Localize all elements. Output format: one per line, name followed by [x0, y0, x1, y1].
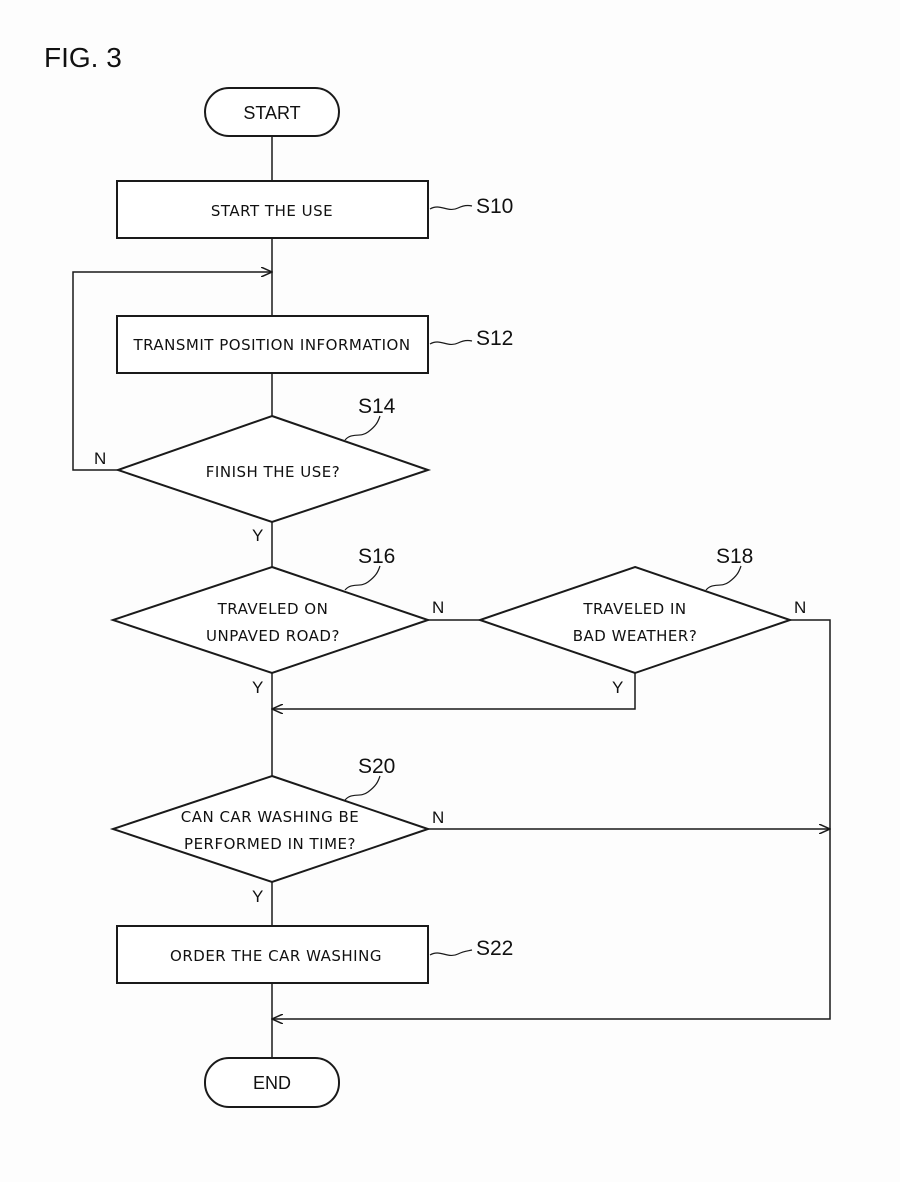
s16-no-label: N: [432, 598, 444, 617]
s14-yes-label: Y: [252, 526, 263, 545]
s14-text: FINISH THE USE?: [206, 463, 340, 481]
s16-yes-label: Y: [252, 678, 263, 697]
start-terminal: START: [204, 87, 340, 137]
s20-yes-label: Y: [252, 887, 263, 906]
end-terminal: END: [204, 1057, 340, 1108]
s20-text-line2: PERFORMED IN TIME?: [184, 835, 356, 853]
s20-leader: [344, 775, 381, 801]
s22-leader: [429, 949, 473, 957]
figure-title: FIG. 3: [44, 42, 122, 73]
s16-text-line2: UNPAVED ROAD?: [206, 627, 340, 645]
s16-leader: [344, 565, 381, 591]
s22-step-label: S22: [476, 937, 513, 960]
decision-s18: TRAVELED IN BAD WEATHER? S18 N Y: [476, 545, 806, 697]
s14-no-label: N: [94, 449, 106, 468]
s20-text-line1: CAN CAR WASHING BE: [181, 808, 360, 826]
s18-step-label: S18: [716, 545, 753, 568]
decision-s16: TRAVELED ON UNPAVED ROAD? S16 N Y: [109, 545, 444, 697]
s10-text: START THE USE: [211, 202, 333, 220]
s16-text-line1: TRAVELED ON: [217, 600, 329, 618]
s18-leader: [705, 565, 742, 591]
s10-step-label: S10: [476, 195, 513, 218]
process-s10: START THE USE S10: [116, 180, 513, 239]
process-s12: TRANSMIT POSITION INFORMATION S12: [116, 315, 513, 374]
s16-step-label: S16: [358, 545, 395, 568]
end-label: END: [253, 1073, 291, 1093]
s18-text-line1: TRAVELED IN: [582, 600, 686, 618]
s22-text: ORDER THE CAR WASHING: [170, 947, 382, 965]
start-label: START: [243, 103, 300, 123]
s14-leader: [344, 415, 381, 441]
s14-step-label: S14: [358, 395, 396, 418]
s12-step-label: S12: [476, 327, 513, 350]
s10-leader: [429, 204, 473, 211]
connector-s14-no-loop: [72, 272, 272, 471]
s18-no-label: N: [794, 598, 806, 617]
s18-text-line2: BAD WEATHER?: [573, 627, 698, 645]
s20-step-label: S20: [358, 755, 395, 778]
s12-text: TRANSMIT POSITION INFORMATION: [132, 336, 410, 354]
process-s22: ORDER THE CAR WASHING S22: [116, 925, 513, 984]
decision-s14: FINISH THE USE? S14 N Y: [94, 395, 432, 545]
s18-yes-label: Y: [612, 678, 623, 697]
s12-leader: [429, 339, 473, 346]
connector-s18-no: [272, 619, 831, 1019]
s20-no-label: N: [432, 808, 444, 827]
decision-s20: CAN CAR WASHING BE PERFORMED IN TIME? S2…: [109, 755, 444, 906]
connector-s18-yes: [272, 673, 636, 709]
